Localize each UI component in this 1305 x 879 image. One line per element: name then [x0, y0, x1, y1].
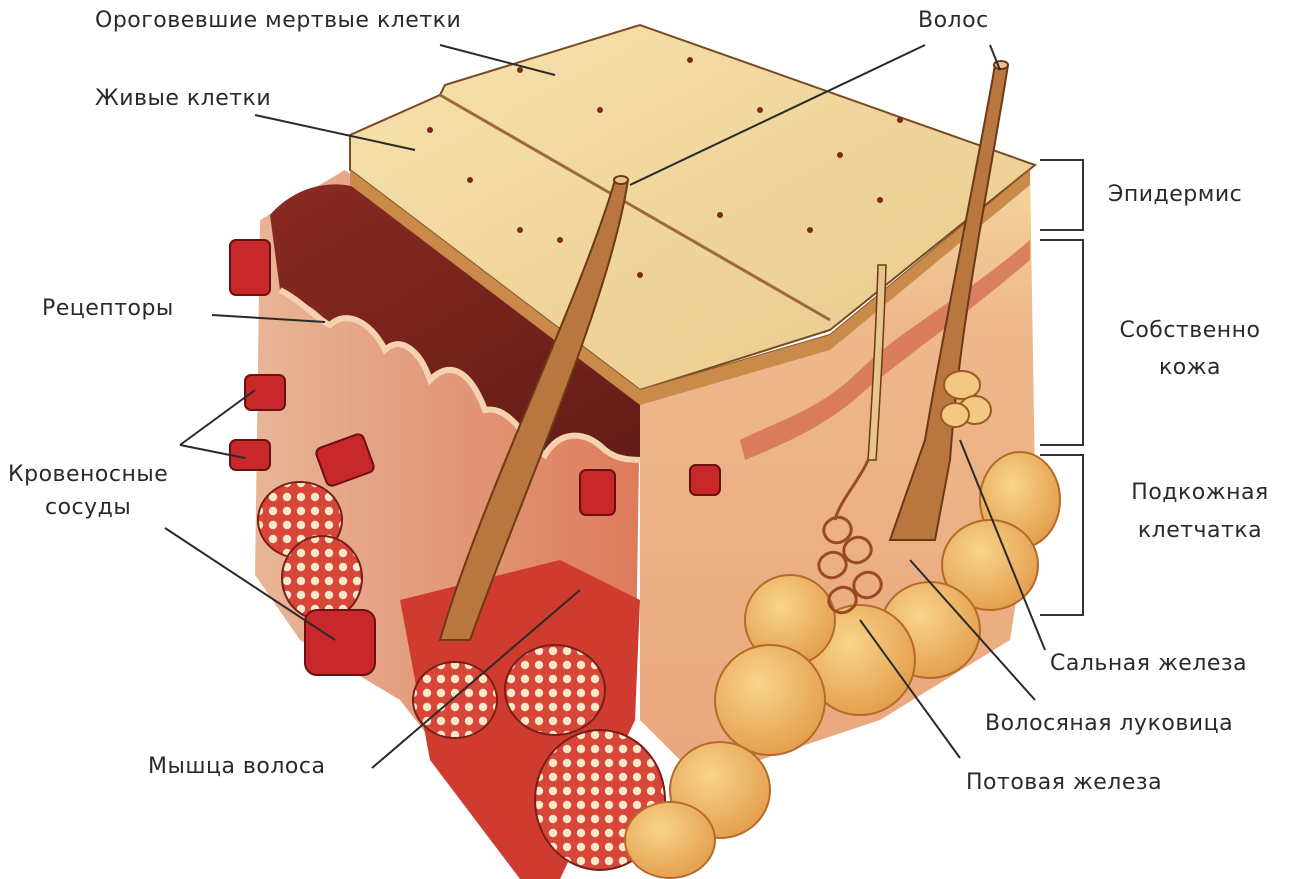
- label-dermis-2: кожа: [1110, 355, 1270, 381]
- label-sweat-gland: Потовая железа: [966, 770, 1162, 796]
- label-hypodermis-1: Подкожная: [1110, 480, 1290, 506]
- layer-brackets: [1040, 160, 1083, 615]
- label-hair-bulb: Волосяная луковица: [985, 711, 1233, 737]
- label-receptors: Рецепторы: [42, 296, 174, 322]
- label-dead-cells: Ороговевшие мертвые клетки: [95, 8, 461, 34]
- label-hair: Волос: [918, 8, 989, 34]
- label-blood-vessels-2: сосуды: [45, 495, 131, 521]
- label-blood-vessels-1: Кровеносные: [8, 462, 168, 488]
- label-living-cells: Живые клетки: [95, 86, 271, 112]
- label-sebaceous-gland: Сальная железа: [1050, 651, 1247, 677]
- label-epidermis: Эпидермис: [1108, 182, 1242, 208]
- label-hair-muscle: Мышца волоса: [148, 754, 325, 780]
- label-hypodermis-2: клетчатка: [1110, 518, 1290, 544]
- label-dermis-1: Собственно: [1110, 318, 1270, 344]
